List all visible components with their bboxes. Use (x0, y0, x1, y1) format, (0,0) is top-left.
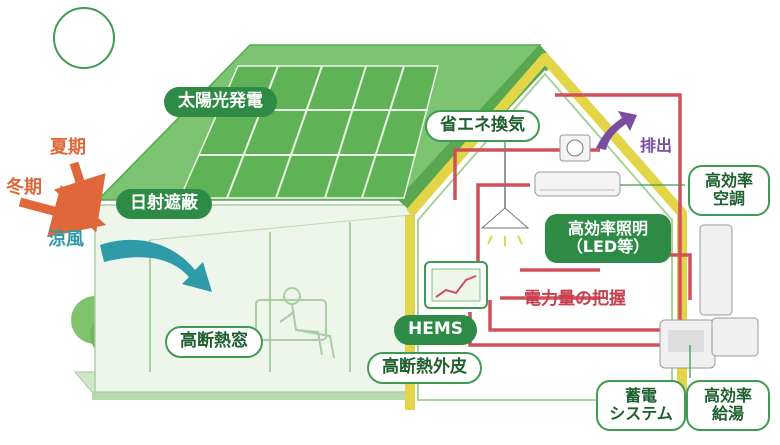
label-energy-saving-ventilation: 省エネ換気 (425, 110, 540, 142)
label-efficient-ac: 高効率 空調 (688, 165, 770, 216)
sun-icon (53, 7, 115, 69)
label-exhaust: 排出 (640, 136, 673, 155)
label-winter: 冬期 (6, 177, 42, 198)
label-hems: HEMS (394, 315, 478, 345)
label-efficient-water-heater: 高効率 給湯 (686, 380, 770, 431)
exhaust-arrow (596, 111, 637, 150)
water-heater-icon (699, 224, 759, 357)
hems-monitor-icon (424, 261, 488, 309)
label-summer: 夏期 (50, 137, 86, 158)
cool-breeze-arrow (100, 239, 212, 292)
label-insulated-window: 高断熱窓 (165, 326, 263, 358)
label-power-monitoring: 電力量の把握 (524, 289, 626, 309)
ceiling-lamp-icon (480, 150, 530, 246)
ventilation-fan-icon (559, 134, 591, 162)
air-conditioner-icon (534, 171, 621, 197)
label-insulated-envelope: 高断熱外皮 (367, 352, 482, 384)
label-storage-system: 蓄電 システム (596, 380, 686, 431)
winter-sun-arrow (18, 184, 107, 238)
label-cool-breeze: 涼風 (48, 229, 84, 250)
storage-battery-icon (659, 319, 716, 369)
label-solar-power: 太陽光発電 (164, 87, 277, 117)
house-front-wall (94, 204, 411, 393)
summer-sun-arrow (54, 161, 106, 233)
label-shading: 日射遮蔽 (116, 189, 212, 219)
label-efficient-lighting: 高効率照明 （LED等） (545, 214, 671, 263)
person-icon (255, 287, 335, 359)
